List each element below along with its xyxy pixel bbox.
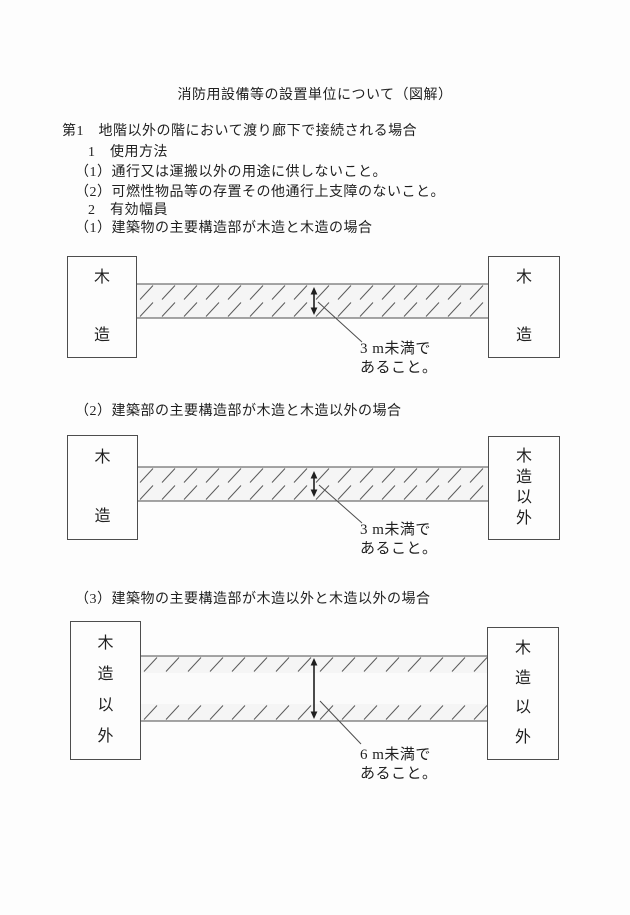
dimension-label-line2: あること。 <box>360 540 438 557</box>
leader-line <box>317 301 363 343</box>
usage-method-item: 1 使用方法 <box>88 145 168 160</box>
section-1-heading: 第1 地階以外の階において渡り廊下で接続される場合 <box>62 124 418 139</box>
building-box-left: 木 造 <box>67 435 138 540</box>
box-char: 外 <box>514 728 531 746</box>
diagram-1-heading: （1）建築物の主要構造部が木造と木造の場合 <box>75 221 373 236</box>
effective-width-item: 2 有効幅員 <box>88 203 168 218</box>
diagram-2-heading: （2）建築部の主要構造部が木造と木造以外の場合 <box>75 404 402 419</box>
dimension-label-line1: 6 m未満で <box>360 747 431 763</box>
usage-rule-1: （1）通行又は運搬以外の用途に供しないこと。 <box>75 165 387 180</box>
box-char: 造 <box>94 508 111 525</box>
box-char: 造 <box>515 468 532 486</box>
building-box-right: 木 造 以 外 <box>487 627 559 760</box>
dimension-label-line2: あること。 <box>360 765 438 782</box>
dimension-label-line2: あること。 <box>360 359 438 376</box>
dimension-label: 3 m未満で あること。 <box>360 521 438 558</box>
leader-line <box>318 484 363 524</box>
box-char: 以 <box>514 699 531 717</box>
building-box-right: 木 造 <box>488 256 560 358</box>
width-arrow <box>310 471 318 497</box>
building-box-left: 木 造 <box>67 256 137 358</box>
diagram-3: 木 造 以 外 木 造 以 外 6 m未満で あること。 <box>0 615 630 795</box>
diagram-3-heading: （3）建築物の主要構造部が木造以外と木造以外の場合 <box>75 592 431 607</box>
hatched-corridor <box>137 467 488 501</box>
diagram-1: 木 造 木 造 3 m未満で あること。 <box>0 250 630 385</box>
leader-line <box>319 700 362 745</box>
box-char: 外 <box>515 509 532 527</box>
dimension-label-line1: 3 m未満で <box>360 341 431 357</box>
box-char: 以 <box>97 697 114 714</box>
box-char: 木 <box>94 449 111 466</box>
box-char: 木 <box>97 635 114 652</box>
width-arrow <box>310 658 318 719</box>
box-char: 木 <box>515 269 532 286</box>
dimension-label: 6 m未満で あること。 <box>360 746 438 783</box>
width-arrow <box>310 287 318 315</box>
box-char: 以 <box>515 489 532 507</box>
corridor-svg-1 <box>137 283 488 343</box>
corridor-svg-3 <box>141 655 487 745</box>
box-char: 造 <box>514 669 531 687</box>
usage-rule-2: （2）可燃性物品等の存置その他通行上支障のないこと。 <box>75 185 445 200</box>
dimension-label-line1: 3 m未満で <box>360 522 431 538</box>
box-char: 木 <box>514 640 531 657</box>
page-title: 消防用設備等の設置単位について（図解） <box>177 88 453 103</box>
building-box-left: 木 造 以 外 <box>70 621 141 760</box>
diagram-2: 木 造 木 造 以 外 3 m未満で あること。 <box>0 430 630 565</box>
box-char: 造 <box>93 327 110 344</box>
box-char: 木 <box>515 448 532 465</box>
hatched-corridor <box>137 284 488 318</box>
dimension-label: 3 m未満で あること。 <box>360 340 438 377</box>
building-box-right: 木 造 以 外 <box>488 436 560 540</box>
corridor-svg-2 <box>137 466 488 524</box>
box-char: 外 <box>97 728 114 745</box>
box-char: 木 <box>93 269 110 286</box>
box-char: 造 <box>515 327 532 344</box>
box-char: 造 <box>97 666 114 683</box>
